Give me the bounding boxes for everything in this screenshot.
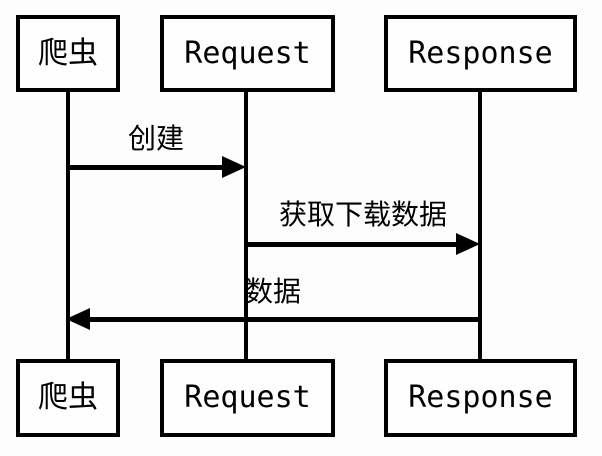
lifeline-crawler [66,92,70,359]
participant-box-response-top: Response [384,15,577,92]
participant-label-response: Response [408,380,553,415]
message-arrow-fetch-download-data [244,242,458,247]
arrowhead-left-icon [66,308,90,330]
message-label-data: 数据 [244,275,301,308]
participant-box-crawler-bottom: 爬虫 [16,359,120,437]
participant-box-request-top: Request [160,15,335,92]
message-arrow-create [66,165,224,170]
participant-label-crawler: 爬虫 [38,380,98,415]
participant-label-request: Request [184,380,311,415]
participant-box-request-bottom: Request [160,359,335,437]
participant-box-response-bottom: Response [384,359,577,437]
lifeline-request [244,92,248,359]
arrowhead-right-icon [456,233,480,255]
lifeline-response [478,92,482,359]
message-arrow-data [88,317,480,322]
participant-box-crawler-top: 爬虫 [16,15,120,92]
participant-label-crawler: 爬虫 [38,35,98,71]
arrowhead-right-icon [222,156,246,178]
message-label-fetch-download-data: 获取下载数据 [278,198,447,231]
participant-label-response: Response [408,35,553,71]
message-label-create: 创建 [127,122,184,155]
participant-label-request: Request [184,35,311,71]
